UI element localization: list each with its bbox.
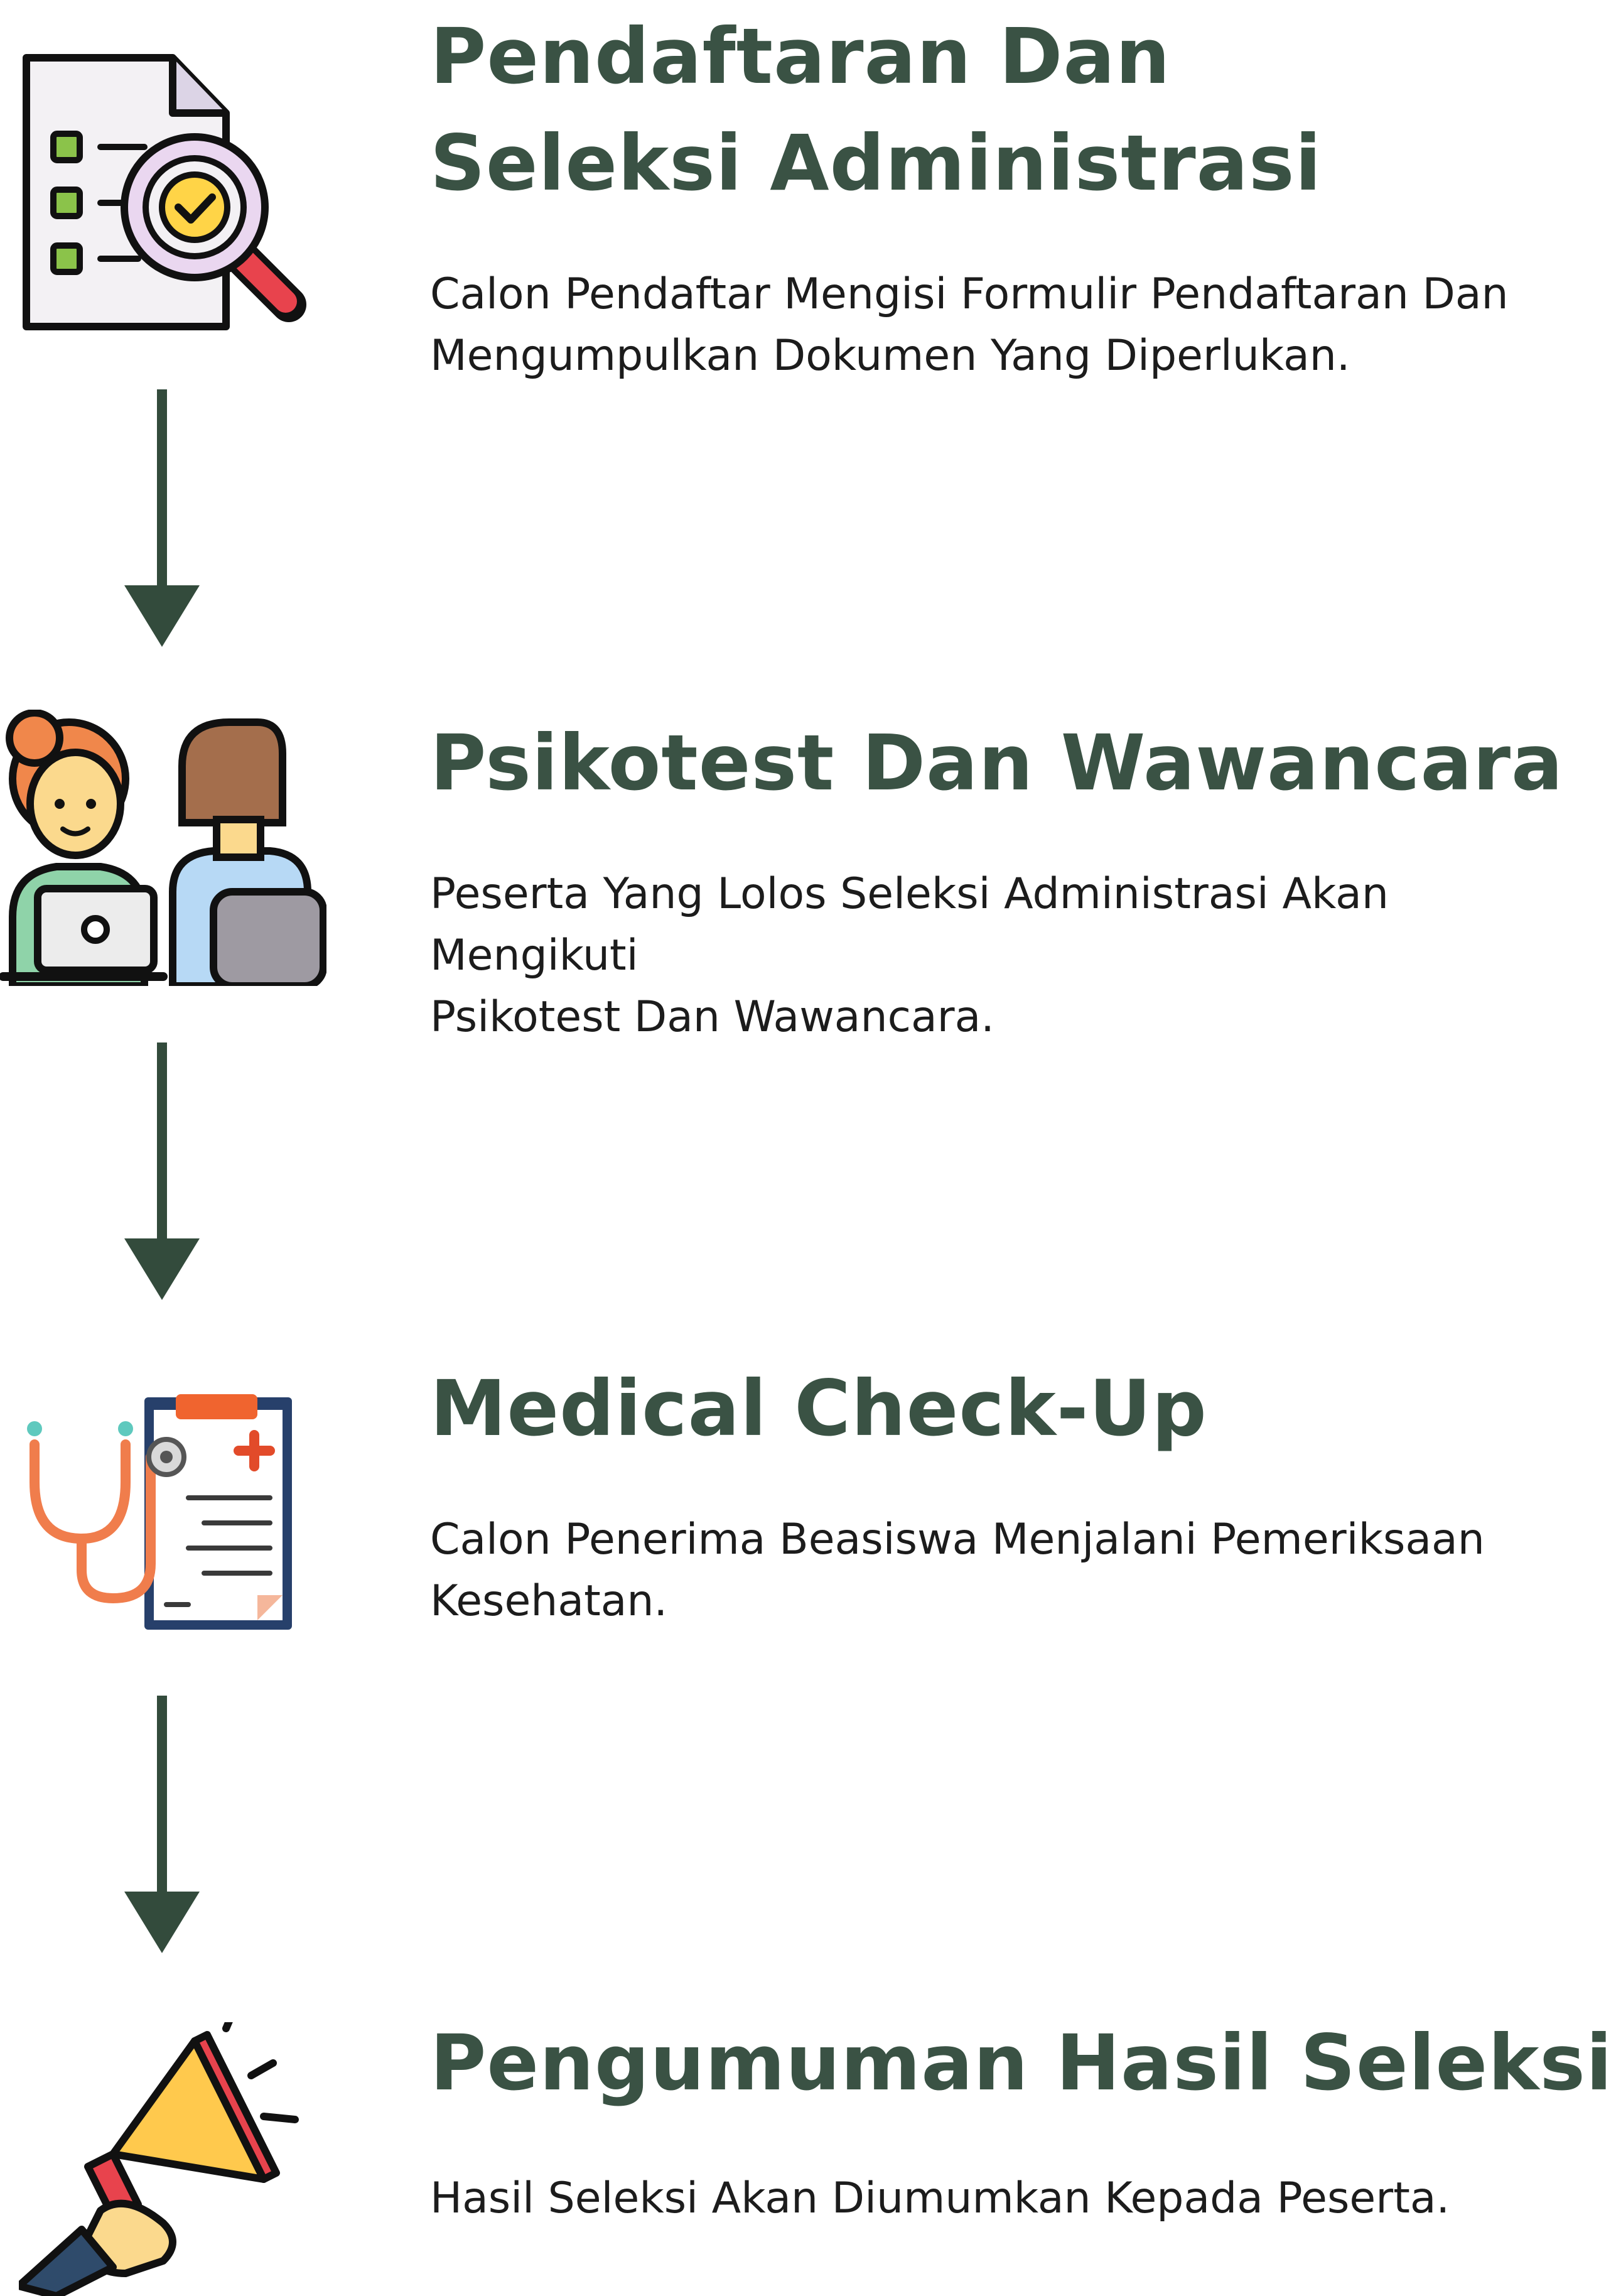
step-title: Psikotest Dan Wawancara bbox=[430, 718, 1564, 808]
title-line: Pendaftaran Dan bbox=[430, 12, 1171, 101]
medical-clipboard-icon bbox=[27, 1394, 292, 1630]
desc-line: Kesehatan. bbox=[430, 1576, 668, 1626]
title-line: Seleksi Administrasi bbox=[430, 119, 1322, 208]
step-psychotest: Psikotest Dan Wawancara Peserta Yang Lol… bbox=[0, 710, 1616, 1042]
step-description: Calon Pendaftar Mengisi Formulir Pendaft… bbox=[430, 264, 1610, 387]
step-description: Calon Penerima Beasiswa Menjalani Pemeri… bbox=[430, 1509, 1610, 1632]
step-title: Pendaftaran Dan Seleksi Administrasi bbox=[430, 3, 1322, 217]
step-medical-checkup: Medical Check-Up Calon Penerima Beasiswa… bbox=[0, 1363, 1616, 1658]
step-registration: Pendaftaran Dan Seleksi Administrasi Cal… bbox=[0, 0, 1616, 389]
step-description: Hasil Seleksi Akan Diumumkan Kepada Pese… bbox=[430, 2168, 1610, 2229]
step-title: Medical Check-Up bbox=[430, 1364, 1207, 1453]
desc-line: Calon Pendaftar Mengisi Formulir Pendaft… bbox=[430, 269, 1509, 319]
megaphone-icon bbox=[19, 2022, 299, 2296]
step-announcement: Pengumuman Hasil Seleksi Hasil Seleksi A… bbox=[0, 2016, 1616, 2296]
desc-line: Psikotest Dan Wawancara. bbox=[430, 992, 994, 1042]
down-arrow-icon bbox=[124, 1042, 200, 1300]
step-title: Pengumuman Hasil Seleksi bbox=[430, 2018, 1613, 2108]
interview-icon bbox=[0, 710, 326, 986]
down-arrow-icon bbox=[124, 1696, 200, 1953]
down-arrow-icon bbox=[124, 389, 200, 647]
desc-line: Hasil Seleksi Akan Diumumkan Kepada Pese… bbox=[430, 2174, 1450, 2223]
desc-line: Mengumpulkan Dokumen Yang Diperlukan. bbox=[430, 331, 1350, 381]
desc-line: Peserta Yang Lolos Seleksi Administrasi … bbox=[430, 869, 1389, 980]
desc-line: Calon Penerima Beasiswa Menjalani Pemeri… bbox=[430, 1515, 1485, 1564]
document-search-icon bbox=[23, 54, 306, 330]
step-description: Peserta Yang Lolos Seleksi Administrasi … bbox=[430, 864, 1610, 1048]
